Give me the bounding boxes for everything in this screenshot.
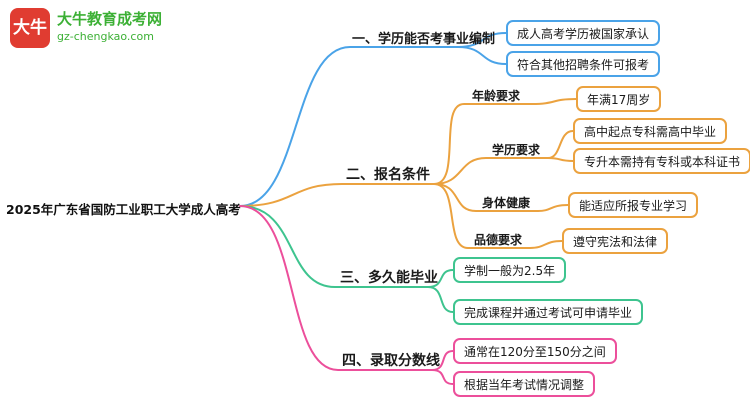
branch-2-sub-2-child-1: 高中起点专科需高中毕业 [573,118,728,144]
branch-2-sub-1-child-1: 年满17周岁 [576,86,662,112]
branch-4-child-1: 通常在120分至150分之间 [453,338,617,364]
logo-site-name: 大牛教育成考网 [57,10,163,28]
branch-2-sub-4-label: 品德要求 [474,233,523,247]
branch-2-sub-2-child-2: 专升本需持有专科或本科证书 [573,148,750,174]
branch-1-child-1: 成人高考学历被国家承认 [506,20,661,46]
branch-1-label: 一、学历能否考事业编制 [352,32,496,47]
branch-4-label: 四、录取分数线 [342,353,440,369]
branch-2-label: 二、报名条件 [346,167,430,183]
branch-3-label: 三、多久能毕业 [340,270,438,286]
branch-2-sub-3-child-1: 能适应所报专业学习 [568,192,699,218]
branch-2-sub-2-label: 学历要求 [492,143,541,157]
logo-site-url: gz-chengkao.com [57,30,154,43]
site-logo: 大牛 大牛教育成考网 gz-chengkao.com [10,8,162,48]
branch-2-sub-1-label: 年龄要求 [472,89,521,103]
branch-3-child-2: 完成课程并通过考试可申请毕业 [453,299,644,325]
branch-3-child-1: 学制一般为2.5年 [453,257,567,283]
root-topic: 2025年广东省国防工业职工大学成人高考 [6,202,241,217]
branch-2-sub-4-child-1: 遵守宪法和法律 [562,228,669,254]
branch-2-sub-3-label: 身体健康 [482,196,531,210]
bull-logo-icon: 大牛 [10,8,50,48]
logo-text: 大牛教育成考网 gz-chengkao.com [57,8,162,44]
branch-4-child-2: 根据当年考试情况调整 [453,371,596,397]
branch-1-child-2: 符合其他招聘条件可报考 [506,51,661,77]
